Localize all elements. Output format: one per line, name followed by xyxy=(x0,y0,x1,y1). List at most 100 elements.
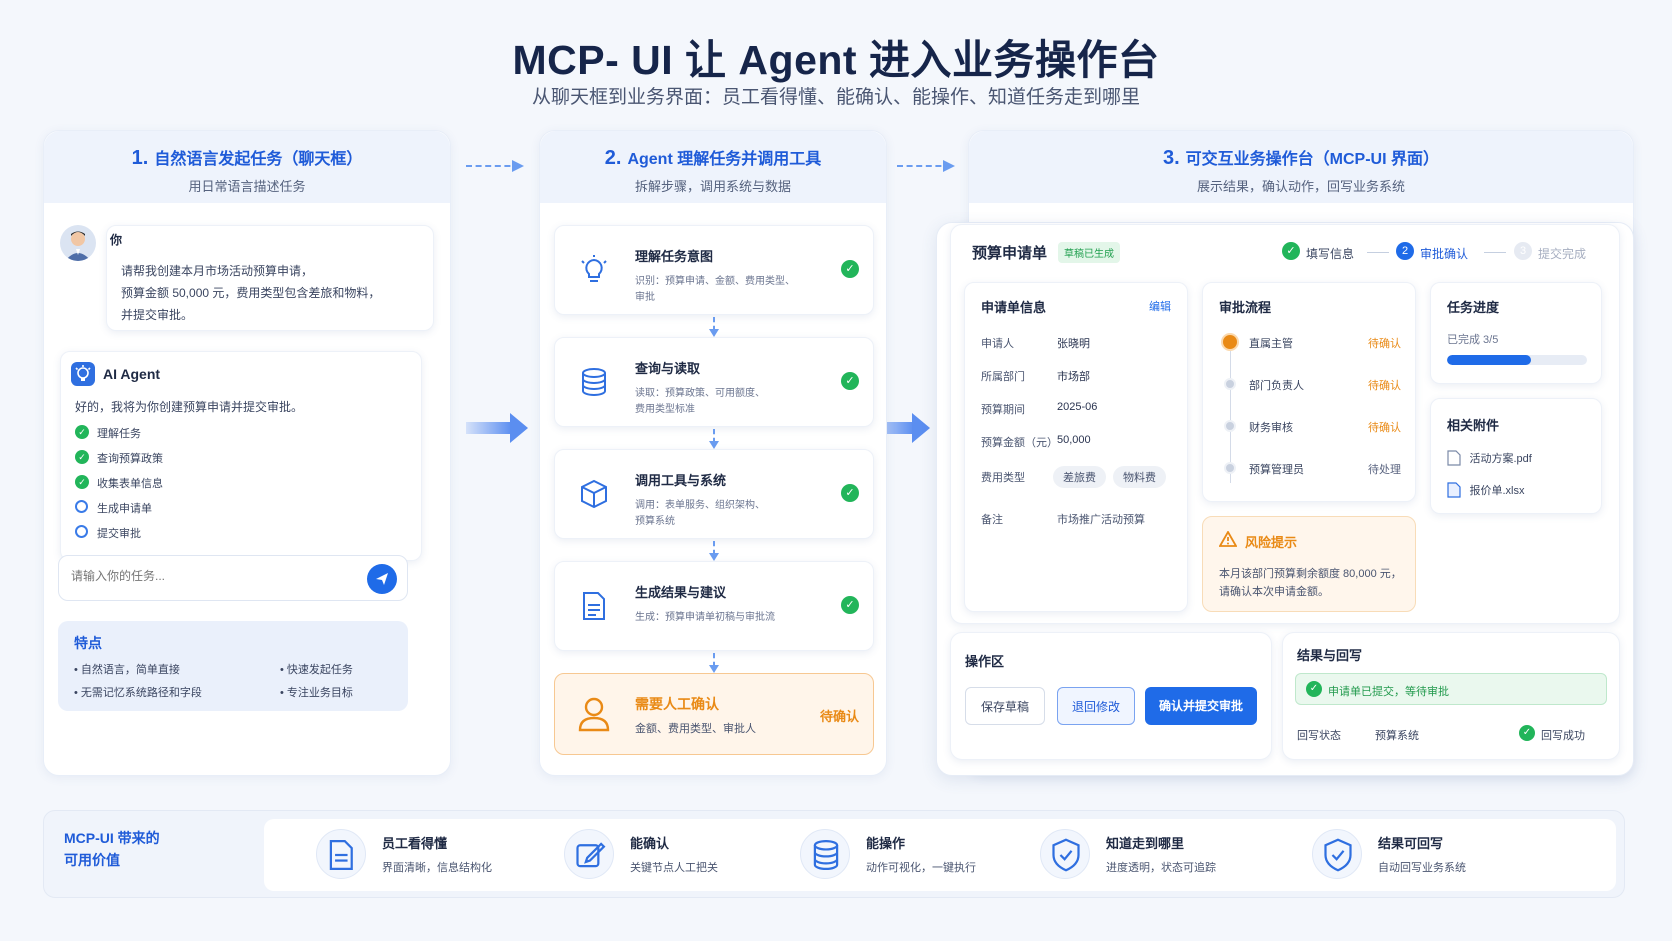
database-icon xyxy=(582,368,606,396)
step-desc: 读取：预算政策、可用额度、 xyxy=(635,388,765,399)
person-icon xyxy=(578,697,610,732)
task-item: ✓ 查询预算政策 xyxy=(75,449,375,469)
column-title: 可交互业务操作台（MCP-UI 界面） xyxy=(1185,151,1440,168)
cube-icon xyxy=(581,479,607,509)
step-desc: 识别：预算申请、金额、费用类型、 xyxy=(635,276,795,287)
task-input-field[interactable] xyxy=(71,569,341,583)
value-title: 员工看得懂 xyxy=(382,836,448,851)
step-number: 2. xyxy=(604,147,622,169)
value-title: 能确认 xyxy=(630,836,670,851)
column-subtitle: 用日常语言描述任务 xyxy=(188,179,306,194)
field-label: 预算期间 xyxy=(981,404,1025,416)
send-button[interactable] xyxy=(367,564,397,594)
task-input[interactable] xyxy=(58,555,408,601)
circle-icon xyxy=(75,525,88,538)
task-progress-text: 已完成 3/5 xyxy=(1447,334,1499,346)
step-pending-icon: 3 xyxy=(1514,242,1532,260)
user-message-line: 并提交审批。 xyxy=(121,308,194,322)
feature-item: • 快速发起任务 xyxy=(280,664,353,676)
save-draft-button[interactable]: 保存草稿 xyxy=(965,687,1045,725)
progress-track xyxy=(1447,355,1587,365)
attachment-item[interactable]: 报价单.xlsx xyxy=(1447,481,1524,499)
value-icon-wrap xyxy=(1040,829,1090,879)
page-subtitle: 从聊天框到业务界面：员工看得懂、能确认、能操作、知道任务走到哪里 xyxy=(531,87,1140,108)
approver-status: 待处理 xyxy=(1368,464,1401,476)
edit-link[interactable]: 编辑 xyxy=(1149,301,1171,313)
risk-text: 本月该部门预算剩余额度 80,000 元， xyxy=(1219,568,1402,580)
value-icon-wrap xyxy=(1312,829,1362,879)
bot-icon xyxy=(71,362,95,386)
value-item: 员工看得懂界面清晰，信息结构化 xyxy=(316,825,546,885)
agent-step-card[interactable]: 查询与读取读取：预算政策、可用额度、费用类型标准✓ xyxy=(554,337,874,427)
success-icon: ✓ xyxy=(1519,725,1535,741)
task-label: 理解任务 xyxy=(97,428,141,440)
feature-item: • 专注业务目标 xyxy=(280,687,353,699)
step-desc: 调用：表单服务、组织架构、 xyxy=(635,500,765,511)
file-icon xyxy=(1447,450,1461,466)
return-button[interactable]: 退回修改 xyxy=(1057,687,1135,725)
attachments-card: 相关附件 活动方案.pdf 报价单.xlsx xyxy=(1430,398,1602,514)
down-arrow xyxy=(709,317,719,337)
column-header: 3.可交互业务操作台（MCP-UI 界面） 展示结果，确认动作，回写业务系统 xyxy=(969,131,1633,203)
remark-value: 市场推广活动预算 xyxy=(1057,514,1145,526)
value-desc: 关键节点人工把关 xyxy=(630,862,718,874)
result-title: 结果与回写 xyxy=(1297,648,1363,663)
check-circle-icon: ✓ xyxy=(75,450,89,464)
step-desc: 审批 xyxy=(635,292,655,303)
agent-step-card[interactable]: 调用工具与系统调用：表单服务、组织架构、预算系统✓ xyxy=(554,449,874,539)
approver-name: 财务审核 xyxy=(1249,422,1293,434)
check-circle-icon: ✓ xyxy=(75,475,89,489)
check-circle-icon: ✓ xyxy=(841,372,859,390)
feature-item: • 自然语言，简单直接 xyxy=(74,664,180,676)
field-label: 所属部门 xyxy=(981,371,1025,383)
result-message: 申请单已提交，等待审批 xyxy=(1328,686,1449,698)
human-confirm-card[interactable]: 需要人工确认 金额、费用类型、审批人 待确认 xyxy=(554,673,874,755)
task-label: 生成申请单 xyxy=(97,503,152,515)
task-item: ✓理解任务 xyxy=(75,424,375,444)
check-circle-icon: ✓ xyxy=(841,260,859,278)
user-label-top: 你 xyxy=(110,233,123,247)
step-current-icon: 2 xyxy=(1396,242,1414,260)
value-desc: 自动回写业务系统 xyxy=(1378,862,1466,874)
check-circle-icon: ✓ xyxy=(841,596,859,614)
column-title: Agent 理解任务并调用工具 xyxy=(627,151,822,168)
avatar xyxy=(60,225,96,261)
step-desc: 生成：预算申请单初稿与审批流 xyxy=(635,612,775,623)
attachments-title: 相关附件 xyxy=(1447,418,1500,433)
column-chat: 1.自然语言发起任务（聊天框） 用日常语言描述任务 你 请帮我创建本月市场活动预… xyxy=(43,130,451,776)
edit-icon xyxy=(576,842,606,868)
field-label: 预算金额（元） xyxy=(981,437,1058,449)
circle-icon xyxy=(75,500,88,513)
writeback-system: 预算系统 xyxy=(1375,730,1419,742)
fee-type-label: 费用类型 xyxy=(981,472,1025,484)
fee-tag: 差旅费 xyxy=(1053,466,1106,488)
field-value: 市场部 xyxy=(1057,371,1090,383)
approver-name: 部门负责人 xyxy=(1249,380,1304,392)
column-agent: 2.Agent 理解任务并调用工具 拆解步骤，调用系统与数据 理解任务意图识别：… xyxy=(539,130,887,776)
agent-step-card[interactable]: 理解任务意图识别：预算申请、金额、费用类型、审批✓ xyxy=(554,225,874,315)
step-title: 调用工具与系统 xyxy=(635,473,727,488)
features-title: 特点 xyxy=(74,635,102,651)
draft-badge: 草稿已生成 xyxy=(1058,242,1120,263)
feature-item: • 无需记忆系统路径和字段 xyxy=(74,687,202,699)
remark-label: 备注 xyxy=(981,514,1003,526)
value-title: 知道走到哪里 xyxy=(1106,836,1185,851)
task-item: 生成申请单 xyxy=(75,499,375,519)
task-label: 查询预算政策 xyxy=(97,453,163,465)
check-circle-icon: ✓ xyxy=(841,484,859,502)
warning-icon xyxy=(1219,531,1237,547)
document-icon xyxy=(583,592,605,620)
dot-icon xyxy=(1224,462,1236,474)
value-item: 结果可回写自动回写业务系统 xyxy=(1312,825,1542,885)
submit-approval-button[interactable]: 确认并提交审批 xyxy=(1145,687,1257,725)
dot-icon xyxy=(1224,420,1236,432)
step-desc: 费用类型标准 xyxy=(635,404,695,415)
flow-arrow xyxy=(466,413,528,443)
human-confirm-title: 需要人工确认 xyxy=(635,696,719,712)
attachment-item[interactable]: 活动方案.pdf xyxy=(1447,449,1532,467)
result-banner: ✓ 申请单已提交，等待审批 xyxy=(1295,673,1607,705)
agent-name: AI Agent xyxy=(103,366,161,382)
step-number: 3. xyxy=(1162,147,1180,169)
agent-step-card[interactable]: 生成结果与建议生成：预算申请单初稿与审批流✓ xyxy=(554,561,874,651)
